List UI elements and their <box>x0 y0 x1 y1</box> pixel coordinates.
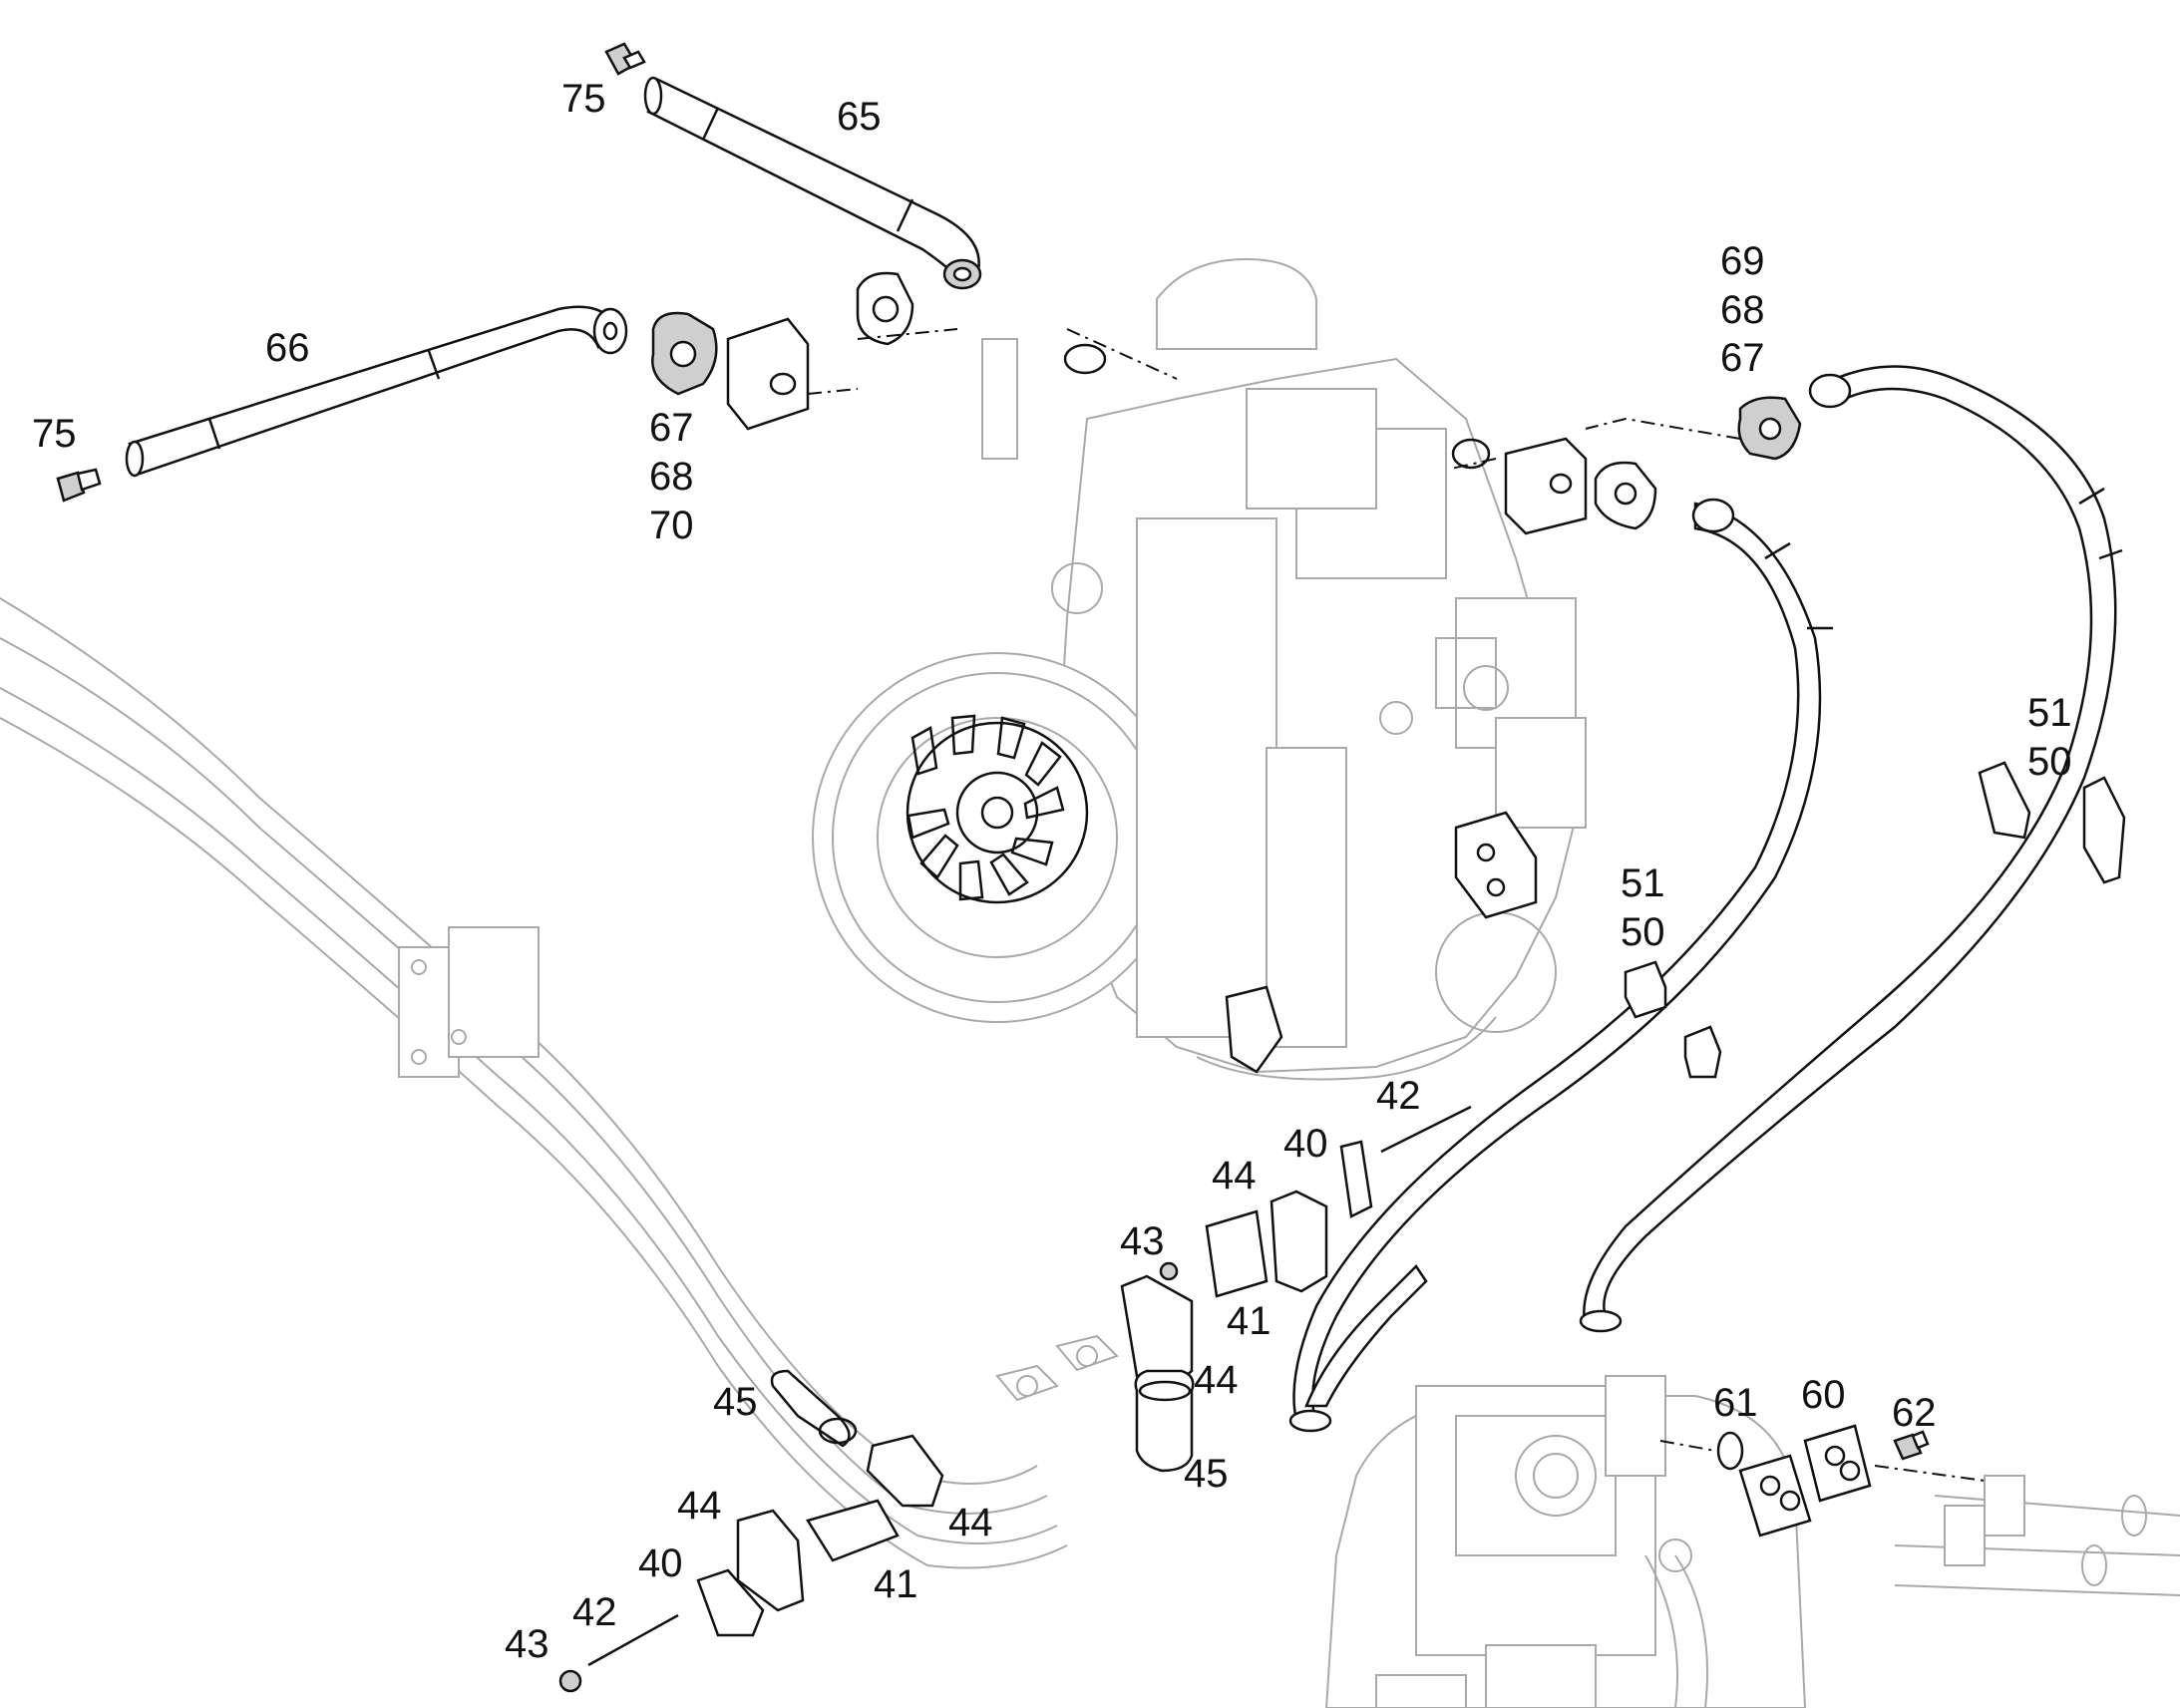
clamp-group-upper <box>1120 1105 1472 1473</box>
o-ring-left <box>1063 343 1107 375</box>
callout-42-upper: 42 <box>1376 1074 1421 1118</box>
callout-68-left: 68 <box>649 455 694 499</box>
valve-block-right <box>1504 437 1588 535</box>
callout-40-lower: 40 <box>638 1541 683 1585</box>
bolt-42-upper <box>1380 1105 1472 1154</box>
callout-75-left: 75 <box>32 412 77 456</box>
callout-51-mid: 51 <box>1621 861 1665 905</box>
callout-62: 62 <box>1892 1391 1937 1435</box>
callout-60: 60 <box>1801 1373 1846 1417</box>
callout-70: 70 <box>649 504 694 547</box>
callout-45-left: 45 <box>713 1380 758 1424</box>
flange-67-right <box>1737 396 1802 461</box>
callout-44-lower-left: 44 <box>677 1484 722 1528</box>
hydraulic-motor-assembly <box>1324 1375 1807 1708</box>
hose-right-inner <box>1288 498 1833 1433</box>
fitting-75-left <box>56 468 102 503</box>
clamp-50-51-right <box>1978 761 2126 884</box>
callout-43-upper: 43 <box>1120 1219 1165 1263</box>
callout-50-right: 50 <box>2027 740 2072 784</box>
hose-66 <box>125 305 628 478</box>
callout-labels: 75 65 66 75 67 68 70 69 68 67 51 50 51 5… <box>32 77 2072 1666</box>
o-ring-61 <box>1716 1431 1744 1471</box>
callout-40-upper: 40 <box>1283 1122 1328 1166</box>
callout-69: 69 <box>1720 239 1765 283</box>
callout-61: 61 <box>1713 1381 1758 1425</box>
clamp-group-lower <box>558 1369 944 1693</box>
flange-top-left <box>856 271 914 346</box>
cover-plate-60 <box>1738 1424 1872 1537</box>
centerline-left <box>807 328 1178 395</box>
callout-67-left: 67 <box>649 406 694 450</box>
clamp-block-transmission <box>1225 811 1538 1074</box>
callout-67-right: 67 <box>1720 336 1765 380</box>
clamp-50-51-mid <box>1624 960 1722 1079</box>
o-ring-right <box>1451 438 1491 470</box>
callout-65: 65 <box>837 95 882 139</box>
centerline-bottom <box>1659 1440 1986 1482</box>
valve-block-left <box>726 317 810 431</box>
fitting-75-top <box>604 42 646 76</box>
callout-41-lower: 41 <box>874 1562 918 1606</box>
callout-68-right: 68 <box>1720 288 1765 332</box>
bolt-42-lower <box>587 1613 679 1667</box>
callout-44-upper: 44 <box>1212 1154 1257 1197</box>
centerline-right <box>1450 417 1741 470</box>
callout-43-lower: 43 <box>505 1622 549 1666</box>
hose-65 <box>643 76 982 290</box>
flange-mid-right <box>1594 461 1657 530</box>
callout-45-right: 45 <box>1184 1452 1229 1496</box>
transmission-assembly <box>812 257 1587 1081</box>
hose-right-outer <box>1579 365 2123 1333</box>
callout-51-right: 51 <box>2027 691 2072 735</box>
callout-44-mid: 44 <box>1194 1358 1239 1402</box>
hose-bottom <box>1304 1264 1428 1408</box>
callout-66: 66 <box>265 326 310 370</box>
callout-42-lower: 42 <box>572 1590 617 1634</box>
screw-62 <box>1893 1430 1930 1461</box>
callout-75-top: 75 <box>561 77 606 121</box>
callout-50-mid: 50 <box>1621 910 1665 954</box>
callout-44-lower-right: 44 <box>948 1501 993 1544</box>
flange-67-left <box>651 311 718 396</box>
callout-41-upper: 41 <box>1227 1299 1272 1343</box>
